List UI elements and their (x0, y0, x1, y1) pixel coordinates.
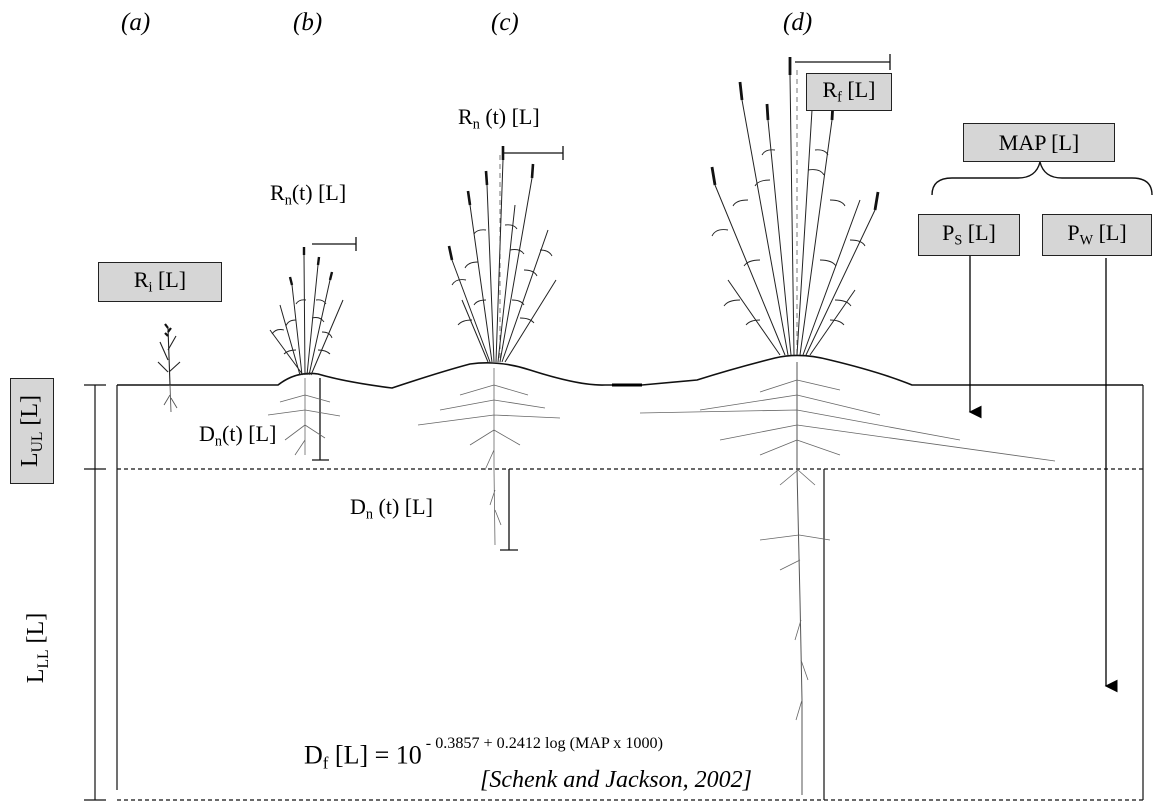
plant-b (267, 247, 344, 456)
lll-container: LLL [L] (16, 588, 60, 708)
ps-label: PS [L] (942, 220, 996, 249)
ri-label: Ri [L] (133, 267, 187, 296)
ps-box: PS [L] (918, 214, 1020, 256)
panel-label-d: (d) (783, 9, 813, 36)
plant-c (417, 146, 561, 546)
rn-label-c: Rn (t) [L] (458, 104, 540, 133)
panel-label-c: (c) (491, 9, 519, 36)
lul-box: LUL [L] (10, 378, 54, 484)
dn-label-c: Dn (t) [L] (350, 494, 433, 523)
panel-label-a: (a) (121, 9, 151, 36)
rn-label-b: Rn(t) [L] (270, 180, 347, 209)
citation: [Schenk and Jackson, 2002] (480, 767, 752, 793)
df-formula: Df [L] = 10 - 0.3857 + 0.2412 log (MAP x… (304, 735, 663, 773)
lul-label: LUL [L] (17, 394, 46, 468)
dn-label-b: Dn(t) [L] (199, 421, 277, 450)
panel-label-b: (b) (293, 9, 323, 36)
rf-box: Rf [L] (806, 73, 892, 111)
pw-label: PW [L] (1067, 220, 1127, 249)
ri-box: Ri [L] (98, 262, 222, 302)
plant-a (157, 323, 181, 413)
map-brace (931, 161, 1153, 196)
plant-d (639, 57, 1056, 795)
rf-label: Rf [L] (822, 77, 876, 106)
map-label: MAP [L] (998, 129, 1080, 155)
map-box: MAP [L] (963, 123, 1115, 162)
soil-surface (117, 354, 1143, 389)
pw-box: PW [L] (1042, 214, 1152, 256)
df-exponent: - 0.3857 + 0.2412 log (MAP x 1000) (421, 735, 663, 752)
lll-label: LLL [L] (23, 612, 52, 684)
